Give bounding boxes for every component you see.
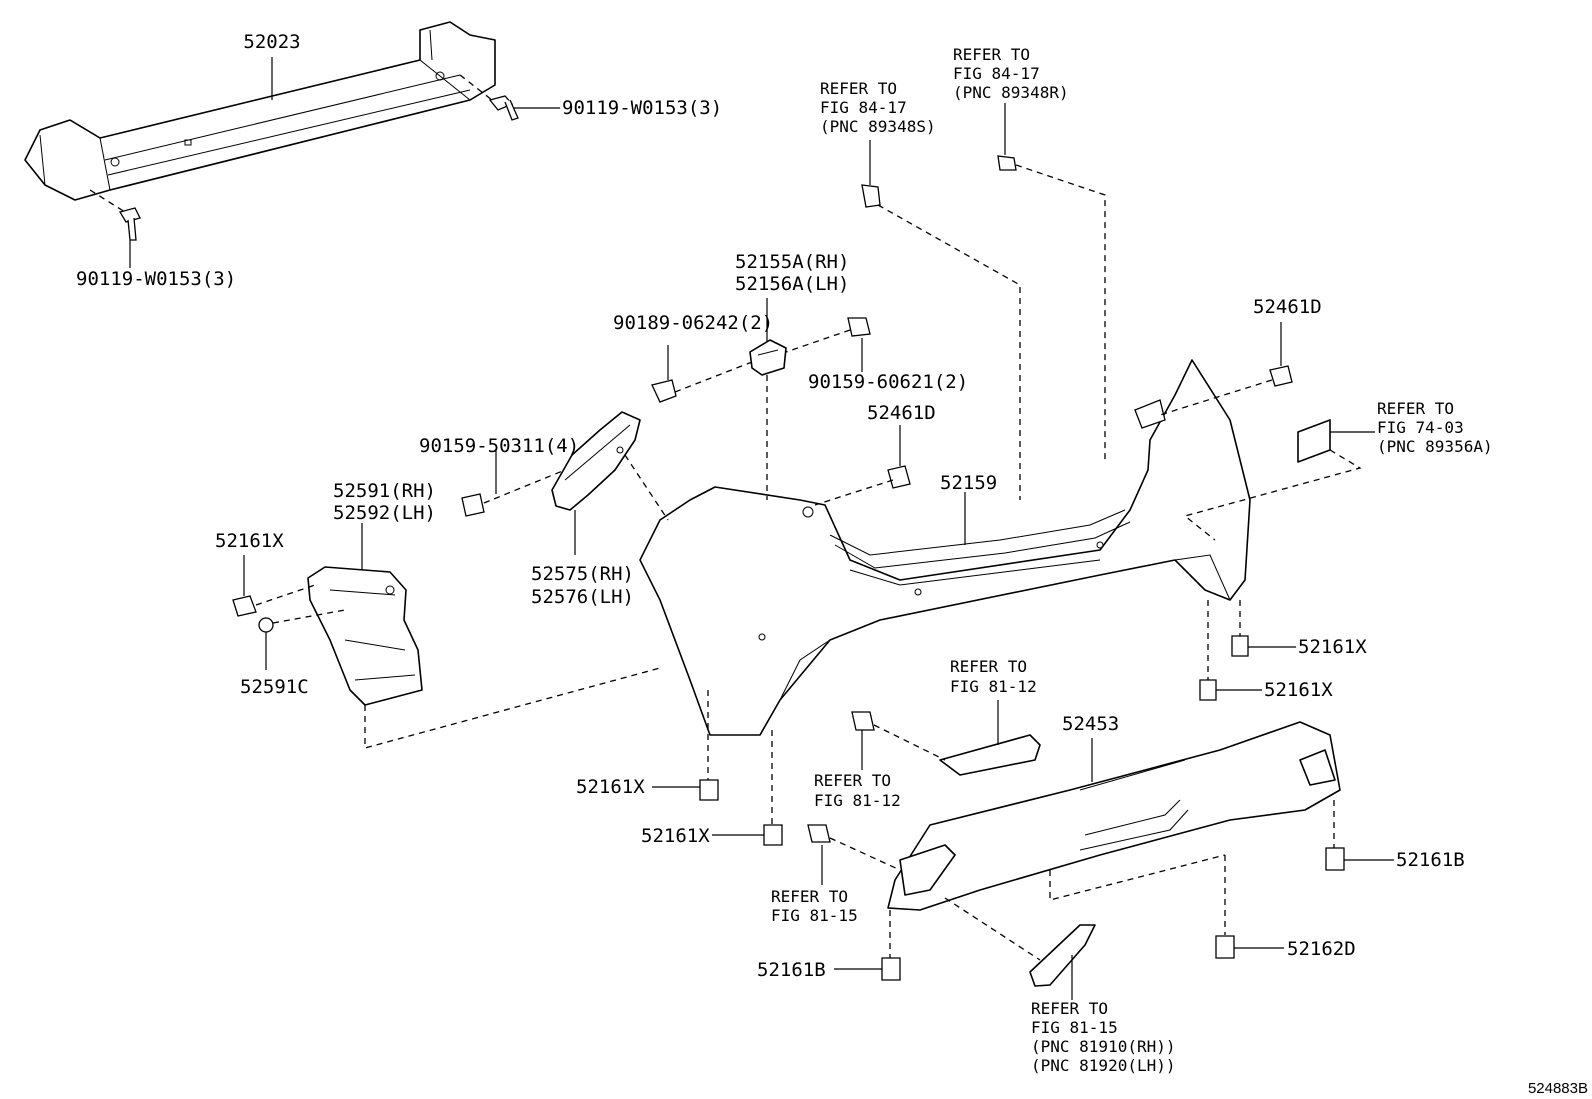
svg-text:FIG 84-17: FIG 84-17 xyxy=(953,64,1040,83)
part-label-52461D-mid: 52461D xyxy=(867,402,936,424)
svg-text:(PNC 81920(LH)): (PNC 81920(LH)) xyxy=(1031,1056,1176,1075)
svg-text:REFER TO: REFER TO xyxy=(771,887,848,906)
bolt-icon xyxy=(461,493,485,517)
svg-text:REFER TO: REFER TO xyxy=(1031,999,1108,1018)
part-label-52592: 52592(LH) xyxy=(333,502,436,524)
lower-spoiler xyxy=(887,721,1341,911)
bumper-retainer xyxy=(551,411,641,511)
part-label-52161X-bottom-2: 52161X xyxy=(641,825,710,847)
part-label-52591C: 52591C xyxy=(240,676,309,698)
svg-text:(PNC 81910(RH)): (PNC 81910(RH)) xyxy=(1031,1037,1176,1056)
nut-icon xyxy=(258,617,274,633)
part-label-90119-bottom: 90119-W0153(3) xyxy=(76,268,236,290)
bolt-icon xyxy=(807,824,831,843)
reflector xyxy=(1029,924,1096,987)
svg-text:FIG 81-15: FIG 81-15 xyxy=(1031,1018,1118,1037)
svg-text:FIG 81-12: FIG 81-12 xyxy=(950,677,1037,696)
part-label-52591: 52591(RH) xyxy=(333,480,436,502)
svg-text:REFER TO: REFER TO xyxy=(814,771,891,790)
clip-icon xyxy=(1325,847,1345,871)
svg-text:(PNC 89356A): (PNC 89356A) xyxy=(1377,437,1493,456)
svg-text:(PNC 89348R): (PNC 89348R) xyxy=(953,83,1069,102)
fastener-icon xyxy=(1269,365,1293,387)
part-label-90159-50311: 90159-50311(4) xyxy=(419,435,579,457)
ref-fig-84-17-s: REFER TO FIG 84-17 (PNC 89348S) xyxy=(820,79,936,136)
clip-icon xyxy=(1199,679,1217,701)
ref-fig-74-03: REFER TO FIG 74-03 (PNC 89356A) xyxy=(1377,399,1493,456)
clip-icon xyxy=(763,824,783,846)
ref-fig-81-15-left: REFER TO FIG 81-15 xyxy=(771,887,858,925)
part-label-52155A: 52155A(RH) xyxy=(735,251,849,273)
part-label-52161X-bottom-1: 52161X xyxy=(576,776,645,798)
clip-icon xyxy=(699,779,719,801)
screw-icon xyxy=(651,379,677,403)
bolt-icon xyxy=(118,207,141,241)
part-label-90159-60621: 90159-60621(2) xyxy=(808,371,968,393)
part-label-52023: 52023 xyxy=(243,31,300,53)
part-label-52161X-right-1: 52161X xyxy=(1298,636,1367,658)
clip-icon xyxy=(861,184,881,208)
part-label-52453: 52453 xyxy=(1062,713,1119,735)
part-label-90119-top: 90119-W0153(3) xyxy=(562,97,722,119)
figure-code: 524883B xyxy=(1528,1080,1588,1097)
clip-icon xyxy=(232,595,257,617)
clip-icon xyxy=(1215,935,1235,959)
svg-text:REFER TO: REFER TO xyxy=(820,79,897,98)
svg-text:REFER TO: REFER TO xyxy=(953,45,1030,64)
rear-bumper-cover xyxy=(639,359,1251,736)
ref-fig-84-17-r: REFER TO FIG 84-17 (PNC 89348R) xyxy=(953,45,1069,102)
ref-fig-81-12-top: REFER TO FIG 81-12 xyxy=(950,657,1037,696)
reference-plate xyxy=(1297,419,1331,463)
bumper-reinforcement xyxy=(24,21,496,201)
side-mount-bracket xyxy=(307,566,423,706)
clip-icon xyxy=(1231,635,1249,657)
svg-text:REFER TO: REFER TO xyxy=(950,657,1027,676)
ref-fig-81-12-left: REFER TO FIG 81-12 xyxy=(814,771,901,810)
part-label-90189: 90189-06242(2) xyxy=(613,312,773,334)
bolt-icon xyxy=(851,711,875,731)
part-label-52161B-right: 52161B xyxy=(1396,849,1465,871)
part-label-52161B-bottom: 52161B xyxy=(757,959,826,981)
part-label-52161X-right-2: 52161X xyxy=(1264,679,1333,701)
svg-text:FIG 84-17: FIG 84-17 xyxy=(820,98,907,117)
svg-text:FIG 81-12: FIG 81-12 xyxy=(814,791,901,810)
svg-text:(PNC 89348S): (PNC 89348S) xyxy=(820,117,936,136)
reflector xyxy=(939,734,1041,776)
svg-text:REFER TO: REFER TO xyxy=(1377,399,1454,418)
clip-icon xyxy=(997,155,1017,171)
bolt-icon xyxy=(847,317,871,337)
ref-fig-81-15-bottom: REFER TO FIG 81-15 (PNC 81910(RH)) (PNC … xyxy=(1031,999,1176,1075)
part-label-52576: 52576(LH) xyxy=(531,586,634,608)
clip-icon xyxy=(881,957,901,981)
part-label-52575: 52575(RH) xyxy=(531,563,634,585)
part-label-52156A: 52156A(LH) xyxy=(735,273,849,295)
fastener-icon xyxy=(887,465,911,489)
side-bracket xyxy=(749,339,787,376)
part-label-52461D-right: 52461D xyxy=(1253,296,1322,318)
svg-text:FIG 81-15: FIG 81-15 xyxy=(771,906,858,925)
part-label-52159: 52159 xyxy=(940,472,997,494)
part-label-52162D: 52162D xyxy=(1287,938,1356,960)
bolt-icon xyxy=(488,95,519,121)
part-label-52161X-left: 52161X xyxy=(215,530,284,552)
svg-text:FIG 74-03: FIG 74-03 xyxy=(1377,418,1464,437)
